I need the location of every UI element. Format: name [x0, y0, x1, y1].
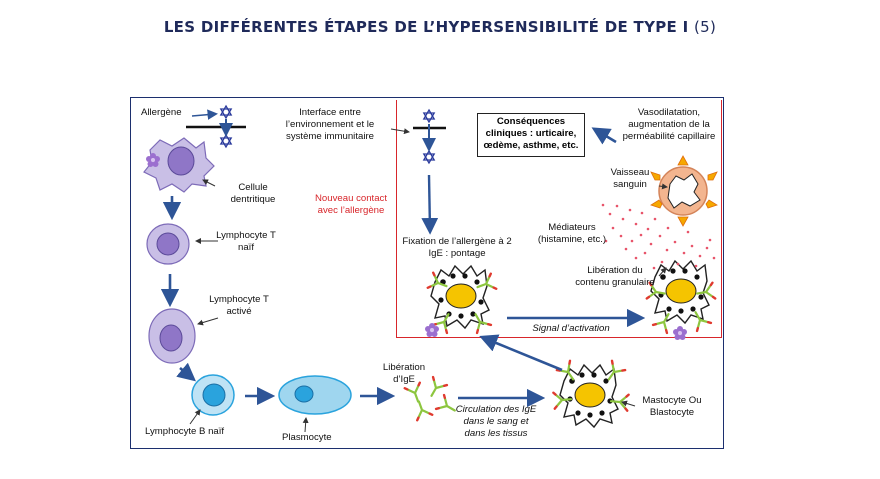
mast-cell: [430, 265, 490, 329]
label-nouveau-contact: Nouveau contact avec l’allergène: [315, 193, 387, 216]
ige-antibody: [410, 397, 434, 422]
title-number: (5): [694, 18, 717, 36]
label-cellule-dentritique: Cellule dentritique: [230, 182, 276, 205]
label-fixation: Fixation de l’allergène à 2 IgE : pontag…: [402, 236, 512, 259]
label-vaisseau: Vaisseau sanguin: [610, 167, 650, 190]
reexposure-box: [396, 100, 722, 338]
label-lympho-b-naif: Lymphocyte B naïf: [145, 426, 225, 437]
label-mastocyte: Mastocyte Ou Blastocyte: [642, 395, 702, 418]
flower-icon: [425, 323, 439, 337]
label-lympho-t-active: Lymphocyte T activé: [209, 294, 269, 317]
label-allergene: Allergène: [141, 107, 182, 118]
label-plasmocyte: Plasmocyte: [282, 432, 332, 443]
mediator-particles: [601, 203, 716, 270]
title-main: LES DIFFÉRENTES ÉTAPES DE L’HYPERSENSIBI…: [163, 18, 689, 36]
label-interface: Interface entre l’environnement et le sy…: [285, 107, 375, 142]
diagram-frame: [130, 97, 724, 449]
label-mediateurs: Médiateurs (histamine, etc.): [537, 222, 607, 245]
label-circulation: Circulation des IgE dans le sang et dans…: [455, 404, 537, 439]
plasmocyte-cell: [278, 375, 352, 415]
allergen-icon: [423, 150, 435, 164]
allergen-icon: [423, 109, 435, 123]
consequences-box: Conséquences cliniques : urticaire, œdèm…: [477, 113, 585, 157]
allergen-icon: [220, 134, 232, 148]
label-liberation-contenu: Libération du contenu granulaire: [575, 265, 655, 288]
label-lympho-t-naif: Lymphocyte T naïf: [216, 230, 276, 253]
allergen-icon: [220, 105, 232, 119]
label-vasodilatation: Vasodilatation, augmentation de la permé…: [622, 107, 716, 142]
flower-icon: [673, 326, 687, 340]
page-title: LES DIFFÉRENTES ÉTAPES DE L’HYPERSENSIBI…: [0, 18, 880, 36]
label-liberation-ige: Libération d’IgE: [382, 362, 426, 385]
label-signal: Signal d’activation: [532, 323, 610, 334]
